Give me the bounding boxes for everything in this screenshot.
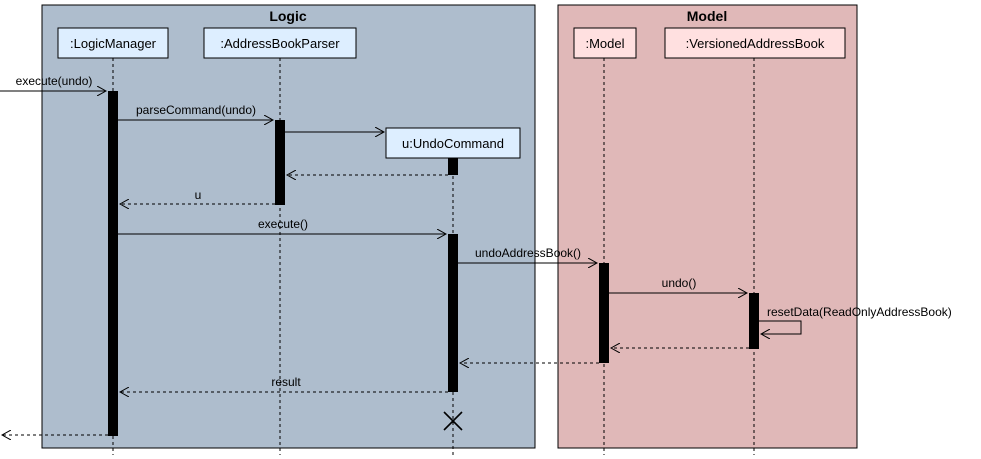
participant-undo-command: u:UndoCommand: [385, 127, 521, 159]
msg-execute-label: execute(): [258, 217, 308, 231]
msg-undo-label: undo(): [662, 276, 697, 290]
model-frame: Model: [557, 4, 858, 449]
logic-frame-title: Logic: [269, 8, 307, 24]
participant-model: :Model: [573, 27, 637, 59]
participant-logic-manager: :LogicManager: [57, 27, 169, 59]
activation-logic-manager: [108, 91, 118, 436]
msg-execute-undo-label: execute(undo): [16, 74, 93, 88]
model-frame-title: Model: [687, 8, 727, 24]
activation-undo-command-execute: [448, 234, 458, 392]
msg-undo-address-book-label: undoAddressBook(): [475, 246, 581, 260]
participant-logic-manager-label: :LogicManager: [70, 36, 157, 51]
participant-parser-label: :AddressBookParser: [220, 36, 340, 51]
return-result-label: result: [271, 375, 301, 389]
participant-versioned-ab: :VersionedAddressBook: [664, 27, 846, 59]
msg-reset-data-arrow: [759, 320, 802, 334]
activation-model: [599, 263, 609, 363]
msg-reset-data-label: resetData(ReadOnlyAddressBook): [767, 305, 952, 319]
destroy-undo-command-icon: [443, 411, 463, 431]
activation-parser: [275, 120, 285, 205]
activation-versioned-ab: [749, 293, 759, 349]
msg-parse-command-label: parseCommand(undo): [136, 103, 256, 117]
participant-undo-command-label: u:UndoCommand: [402, 136, 504, 151]
return-u-label: u: [195, 188, 202, 202]
participant-versioned-ab-label: :VersionedAddressBook: [686, 36, 825, 51]
participant-parser: :AddressBookParser: [203, 27, 357, 59]
activation-undo-command-create: [448, 158, 458, 175]
participant-model-label: :Model: [585, 36, 624, 51]
